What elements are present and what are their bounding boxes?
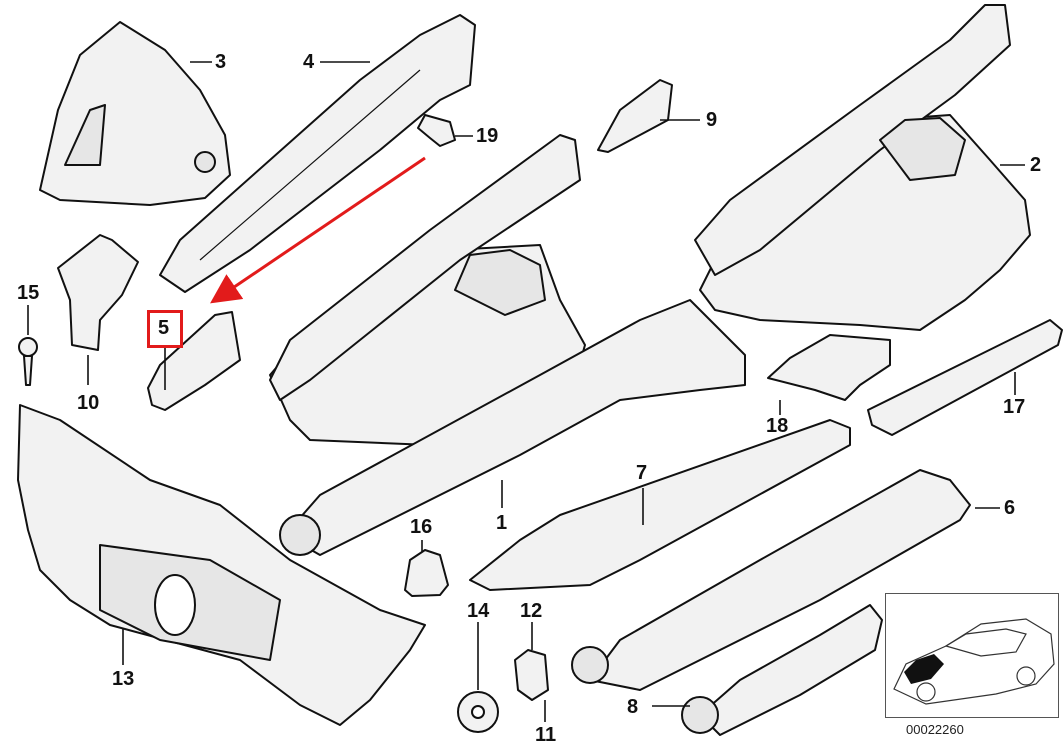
- part-6-lower-rail: [589, 469, 971, 691]
- callout-15: 15: [17, 282, 40, 304]
- callout-2: 2: [1030, 154, 1042, 176]
- callout-16: 16: [410, 516, 433, 538]
- part-18-panel: [767, 334, 891, 401]
- callout-9: 9: [706, 109, 718, 131]
- part-3-arch-panel: [39, 21, 231, 206]
- part-7-channel: [469, 419, 851, 591]
- part-10-bracket: [57, 234, 139, 351]
- callout-11: 11: [535, 724, 557, 746]
- part-13-front-carrier: [17, 404, 426, 726]
- car-location-inset: [885, 593, 1059, 718]
- part-9-bracket: [597, 79, 673, 153]
- highlighted-area-icon: [904, 654, 944, 684]
- part-5-rail-end: [147, 311, 241, 411]
- part-4-upper-rail: [159, 14, 476, 293]
- callout-18: 18: [766, 415, 789, 437]
- part-2-upper-rail: [694, 4, 1011, 276]
- callout-8: 8: [627, 696, 639, 718]
- part-15-screw-head: [18, 337, 38, 357]
- reference-code: 00022260: [906, 722, 964, 737]
- callout-14: 14: [467, 600, 490, 622]
- callout-1: 1: [496, 512, 508, 534]
- part-8-rail: [699, 604, 883, 736]
- part-12-flange: [514, 649, 549, 701]
- callout-4: 4: [303, 51, 315, 73]
- part-17-channel: [867, 319, 1063, 436]
- callout-19: 19: [476, 125, 499, 147]
- callout-13: 13: [112, 668, 135, 690]
- highlight-box: [147, 310, 183, 348]
- callout-6: 6: [1004, 497, 1016, 519]
- callout-7: 7: [636, 462, 648, 484]
- callout-12: 12: [520, 600, 543, 622]
- red-arrow: [210, 156, 426, 304]
- callout-10: 10: [77, 392, 100, 414]
- part-1-lower-rail: [284, 299, 746, 556]
- part-19-bracket: [417, 114, 456, 147]
- callout-3: 3: [215, 51, 227, 73]
- callout-17: 17: [1003, 396, 1026, 418]
- inner-rail-left: [269, 134, 581, 401]
- callout-5: 5: [158, 317, 170, 339]
- part-16-grommet: [404, 549, 449, 597]
